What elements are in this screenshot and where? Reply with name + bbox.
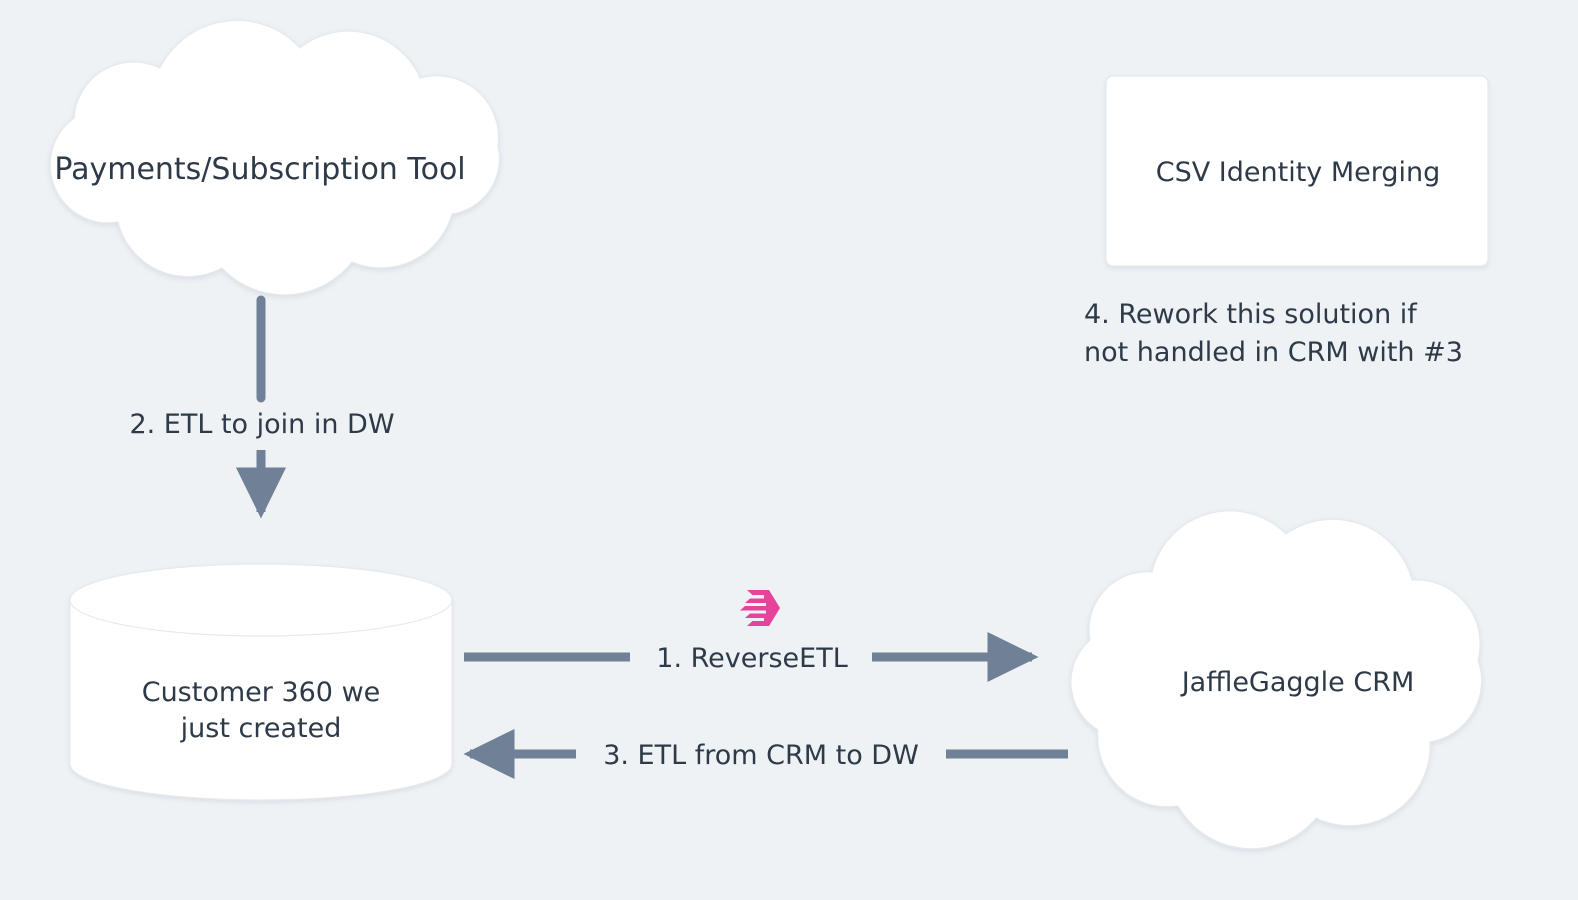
node-payments-subscription-tool[interactable]: [49, 19, 501, 296]
edge-label-etl-to-join-in-dw: 2. ETL to join in DW: [112, 404, 412, 447]
node-jafflegaggle-crm[interactable]: [1070, 510, 1483, 850]
node-customer-360-warehouse[interactable]: [69, 563, 453, 801]
edge-label-etl-from-crm-to-dw: 3. ETL from CRM to DW: [580, 736, 942, 777]
edge-label-reverse-etl: 1. ReverseETL: [636, 639, 868, 680]
node-csv-identity-merging[interactable]: [1105, 75, 1489, 267]
hightouch-logo-icon: [740, 590, 780, 626]
